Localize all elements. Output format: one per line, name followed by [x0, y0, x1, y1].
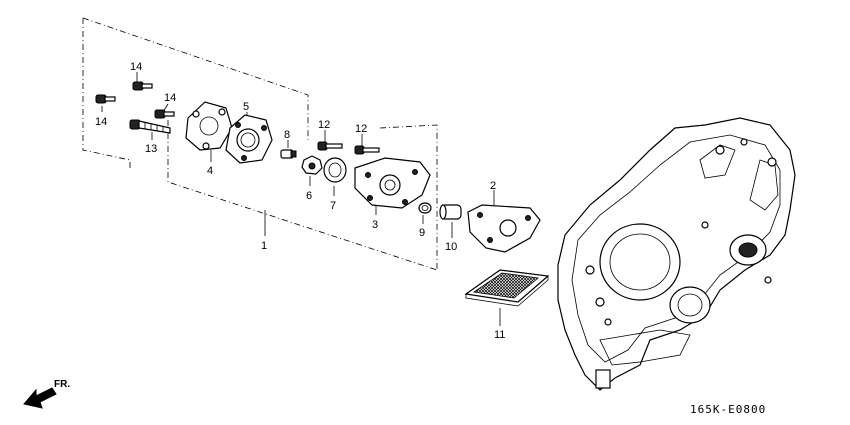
callout-8: 8: [284, 129, 290, 141]
callout-10: 10: [445, 241, 457, 253]
callouts: 1 2 3 4 5 6 7 8 9 10 11 12 12 13 14 14 1…: [95, 61, 505, 341]
bolt-12-a: [317, 141, 343, 151]
diagram-code: 165K-E0800: [690, 403, 766, 416]
callout-13: 13: [145, 143, 157, 155]
strainer-screen-11: [464, 269, 550, 307]
bracket-right: [379, 124, 438, 270]
group-bracket: [82, 17, 438, 271]
bracket-bottom: [167, 120, 438, 271]
shaft-8: [280, 149, 297, 159]
front-direction-indicator: FR.: [23, 379, 70, 409]
callout-4: 4: [207, 165, 213, 177]
callout-11: 11: [494, 329, 505, 341]
bolt-14-b: [132, 81, 153, 91]
callout-14-a: 14: [130, 61, 142, 73]
gasket-2: [467, 204, 541, 253]
callout-12-b: 12: [355, 123, 367, 135]
callout-2: 2: [490, 180, 496, 192]
callout-1: 1: [261, 240, 267, 252]
callout-7: 7: [330, 200, 336, 212]
inner-rotor-6: [301, 155, 323, 175]
bolt-14-c: [154, 109, 175, 119]
sleeve-10: [439, 204, 462, 220]
bracket-left: [82, 18, 131, 168]
bolt-14-a: [95, 94, 116, 104]
pump-cover-4: [185, 101, 233, 151]
front-label: FR.: [54, 379, 70, 390]
dowel-9: [418, 202, 432, 214]
bracket-top: [82, 17, 309, 140]
bolt-12-b: [354, 145, 380, 155]
callout-5: 5: [243, 101, 249, 113]
pump-body-3: [354, 157, 431, 209]
leader-lines: [101, 72, 501, 326]
outer-rotor-7: [323, 157, 347, 183]
callout-14-c: 14: [95, 116, 107, 128]
callout-12-a: 12: [318, 119, 330, 131]
crankcase-cover: [557, 117, 796, 391]
front-arrow-icon: [23, 387, 57, 409]
gasket-5: [225, 114, 273, 164]
callout-6: 6: [306, 190, 312, 202]
bolt-13: [129, 119, 171, 134]
callout-3: 3: [372, 219, 378, 231]
callout-14-b: 14: [164, 92, 176, 104]
callout-9: 9: [419, 227, 425, 239]
